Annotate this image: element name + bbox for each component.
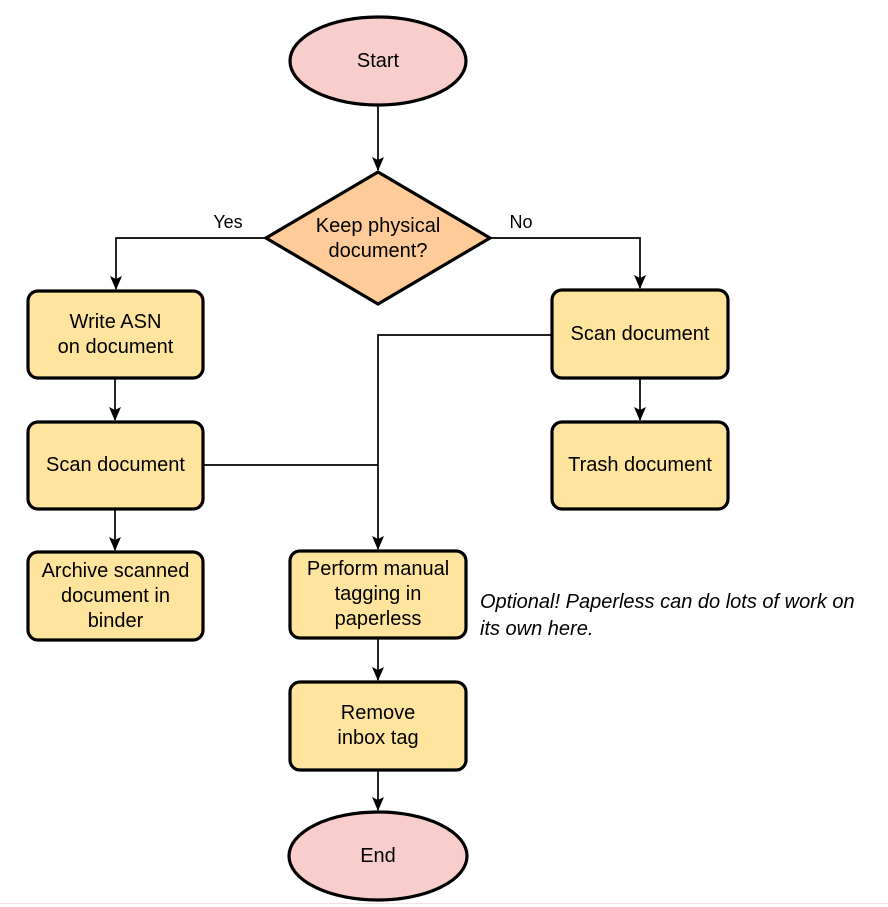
- edge-scanright-to-tagging: [372, 334, 552, 550]
- bottom-divider: [0, 903, 888, 904]
- start-terminator-shape: [288, 15, 468, 107]
- trash-box-shape: [550, 420, 730, 511]
- write-asn-box-shape: [26, 289, 205, 380]
- scan-left-box-shape: [26, 420, 205, 511]
- remove-inbox-box-shape: [288, 680, 468, 772]
- archive-box-shape: [26, 550, 205, 642]
- decision-diamond-shape: [262, 170, 494, 306]
- scan-right-box-shape: [550, 288, 730, 380]
- tagging-box-shape: [288, 549, 468, 640]
- edge-decision-no: [490, 237, 646, 289]
- end-terminator-shape: [287, 810, 469, 902]
- edge-decision-yes: [110, 237, 266, 290]
